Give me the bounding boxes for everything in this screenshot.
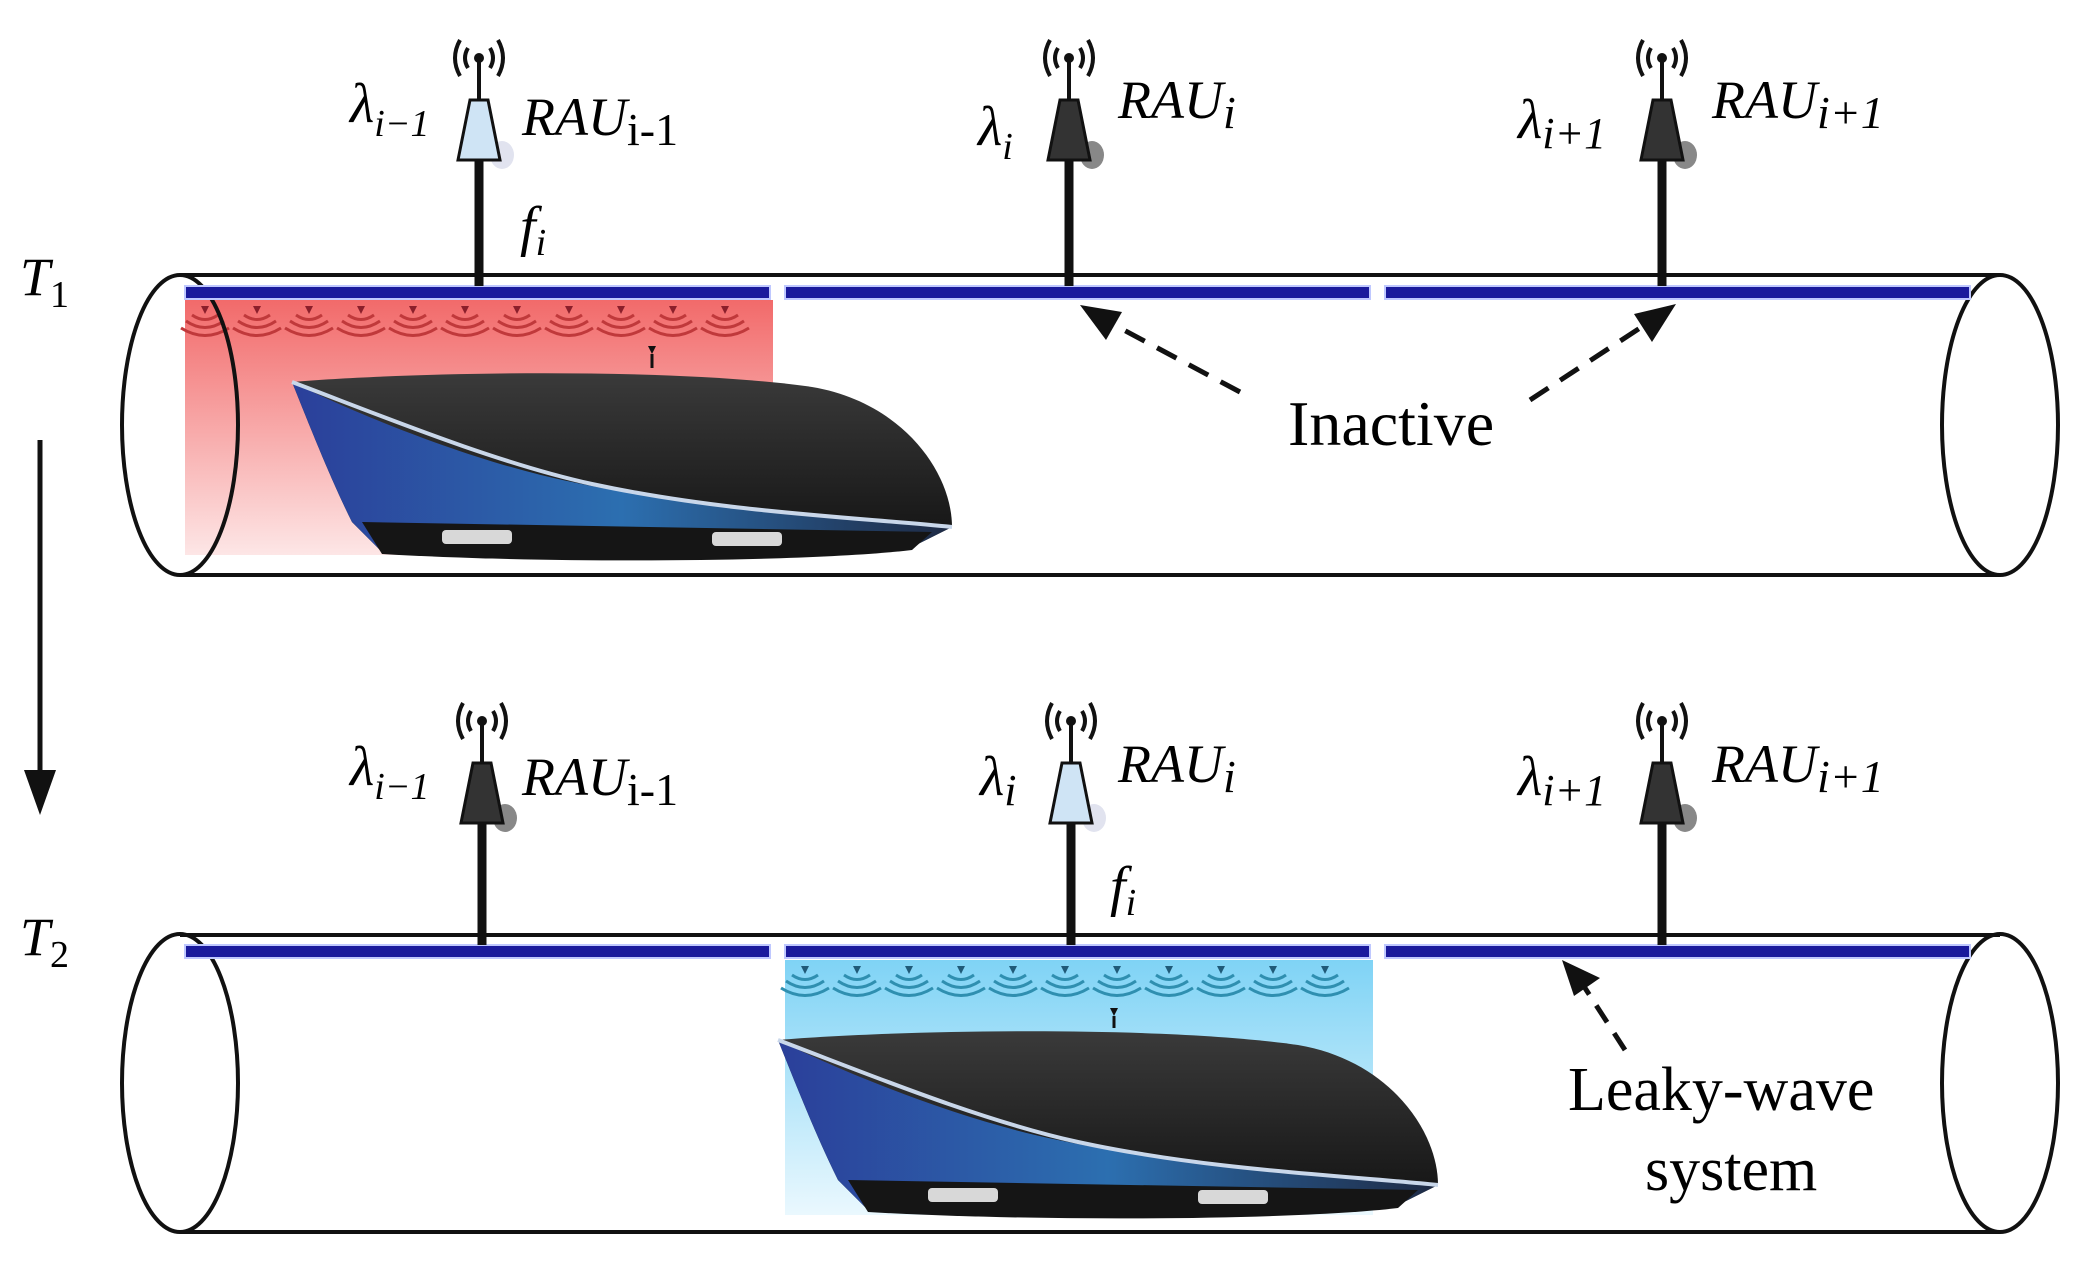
svg-text:RAUi: RAUi: [1117, 734, 1236, 802]
t2-label: T2: [20, 907, 69, 976]
svg-text:RAUi: RAUi: [1117, 70, 1236, 138]
time-arrow: [24, 440, 56, 815]
svg-text:λi+1: λi+1: [1516, 746, 1606, 815]
train-t1: [290, 346, 954, 563]
antenna-light-icon: [1045, 702, 1106, 832]
svg-text:λi: λi: [976, 96, 1013, 168]
svg-text:λi+1: λi+1: [1516, 89, 1606, 158]
svg-text:RAUi+1: RAUi+1: [1711, 734, 1884, 802]
leaky-wave-label-line2: system: [1645, 1136, 1817, 1204]
rau-t2-0: λi−1 RAUi-1: [348, 702, 678, 945]
leaky-wave-annotation: Leaky-wave system: [1562, 960, 1874, 1204]
rau-t1-2: λi+1 RAUi+1: [1516, 39, 1884, 286]
svg-text:λi: λi: [978, 746, 1017, 815]
svg-text:RAUi+1: RAUi+1: [1711, 70, 1884, 138]
freq-label-t2: fi: [1110, 856, 1136, 924]
inactive-label: Inactive: [1288, 388, 1494, 459]
antenna-dark-icon: [456, 702, 517, 832]
rau-t1-0: λi−1 RAUi-1 fi: [348, 39, 678, 286]
antenna-light-icon: [453, 39, 514, 169]
antenna-dark-icon: [1636, 702, 1697, 832]
train-t2: [776, 1008, 1440, 1221]
rau-t1-1: λi RAUi: [976, 39, 1236, 286]
antenna-dark-icon: [1043, 39, 1104, 169]
t1-label: T1: [20, 247, 69, 316]
svg-text:RAUi-1: RAUi-1: [521, 87, 678, 155]
panel-t2: λi−1 RAUi-1 λi RAUi fi: [120, 702, 2060, 1234]
panel-t1: λi−1 RAUi-1 fi λi RAUi: [120, 39, 2060, 577]
leaky-strip-segments: [184, 285, 1971, 300]
rau-t2-2: λi+1 RAUi+1: [1516, 702, 1884, 945]
leaky-wave-label-line1: Leaky-wave: [1568, 1056, 1874, 1124]
svg-text:RAUi-1: RAUi-1: [521, 747, 678, 815]
rau-t2-1: λi RAUi fi: [978, 702, 1236, 945]
svg-text:λi−1: λi−1: [348, 736, 429, 808]
inactive-annotation: Inactive: [1080, 304, 1676, 459]
freq-label-t1: fi: [520, 196, 546, 264]
antenna-dark-icon: [1636, 39, 1697, 169]
leaky-strip-segments: [184, 944, 1971, 959]
svg-text:λi−1: λi−1: [348, 73, 429, 145]
